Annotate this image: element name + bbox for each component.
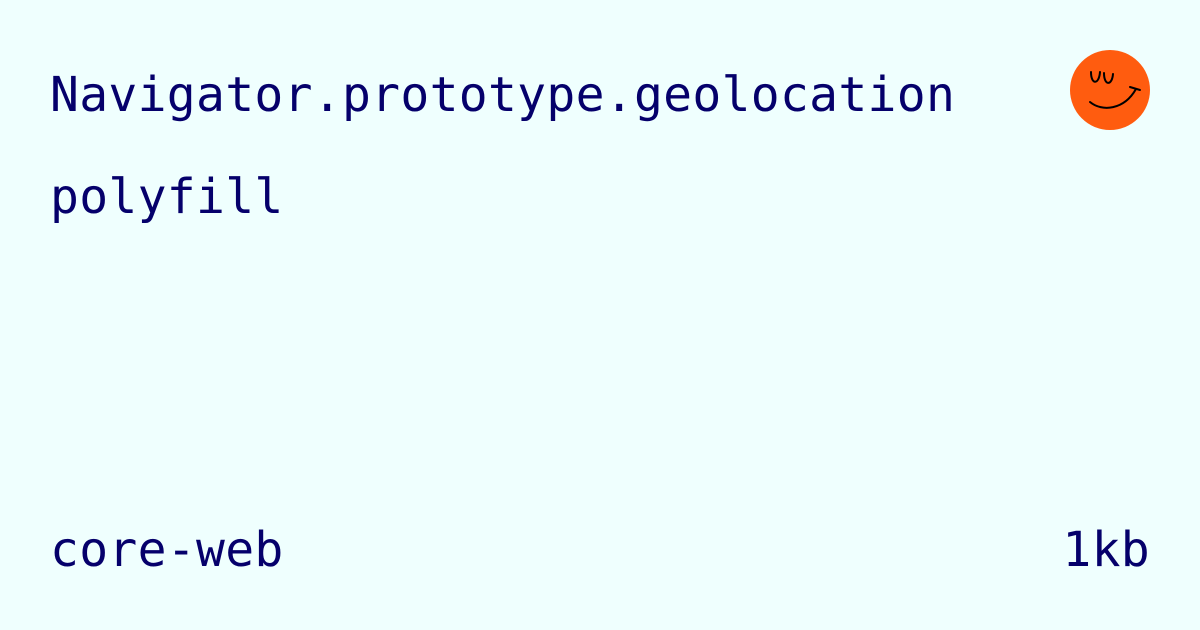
page-title: Navigator.prototype.geolocation polyfill <box>50 67 985 225</box>
package-label: core-web <box>50 522 284 578</box>
smiley-face-icon <box>1070 50 1150 130</box>
size-label: 1kb <box>1062 522 1150 578</box>
